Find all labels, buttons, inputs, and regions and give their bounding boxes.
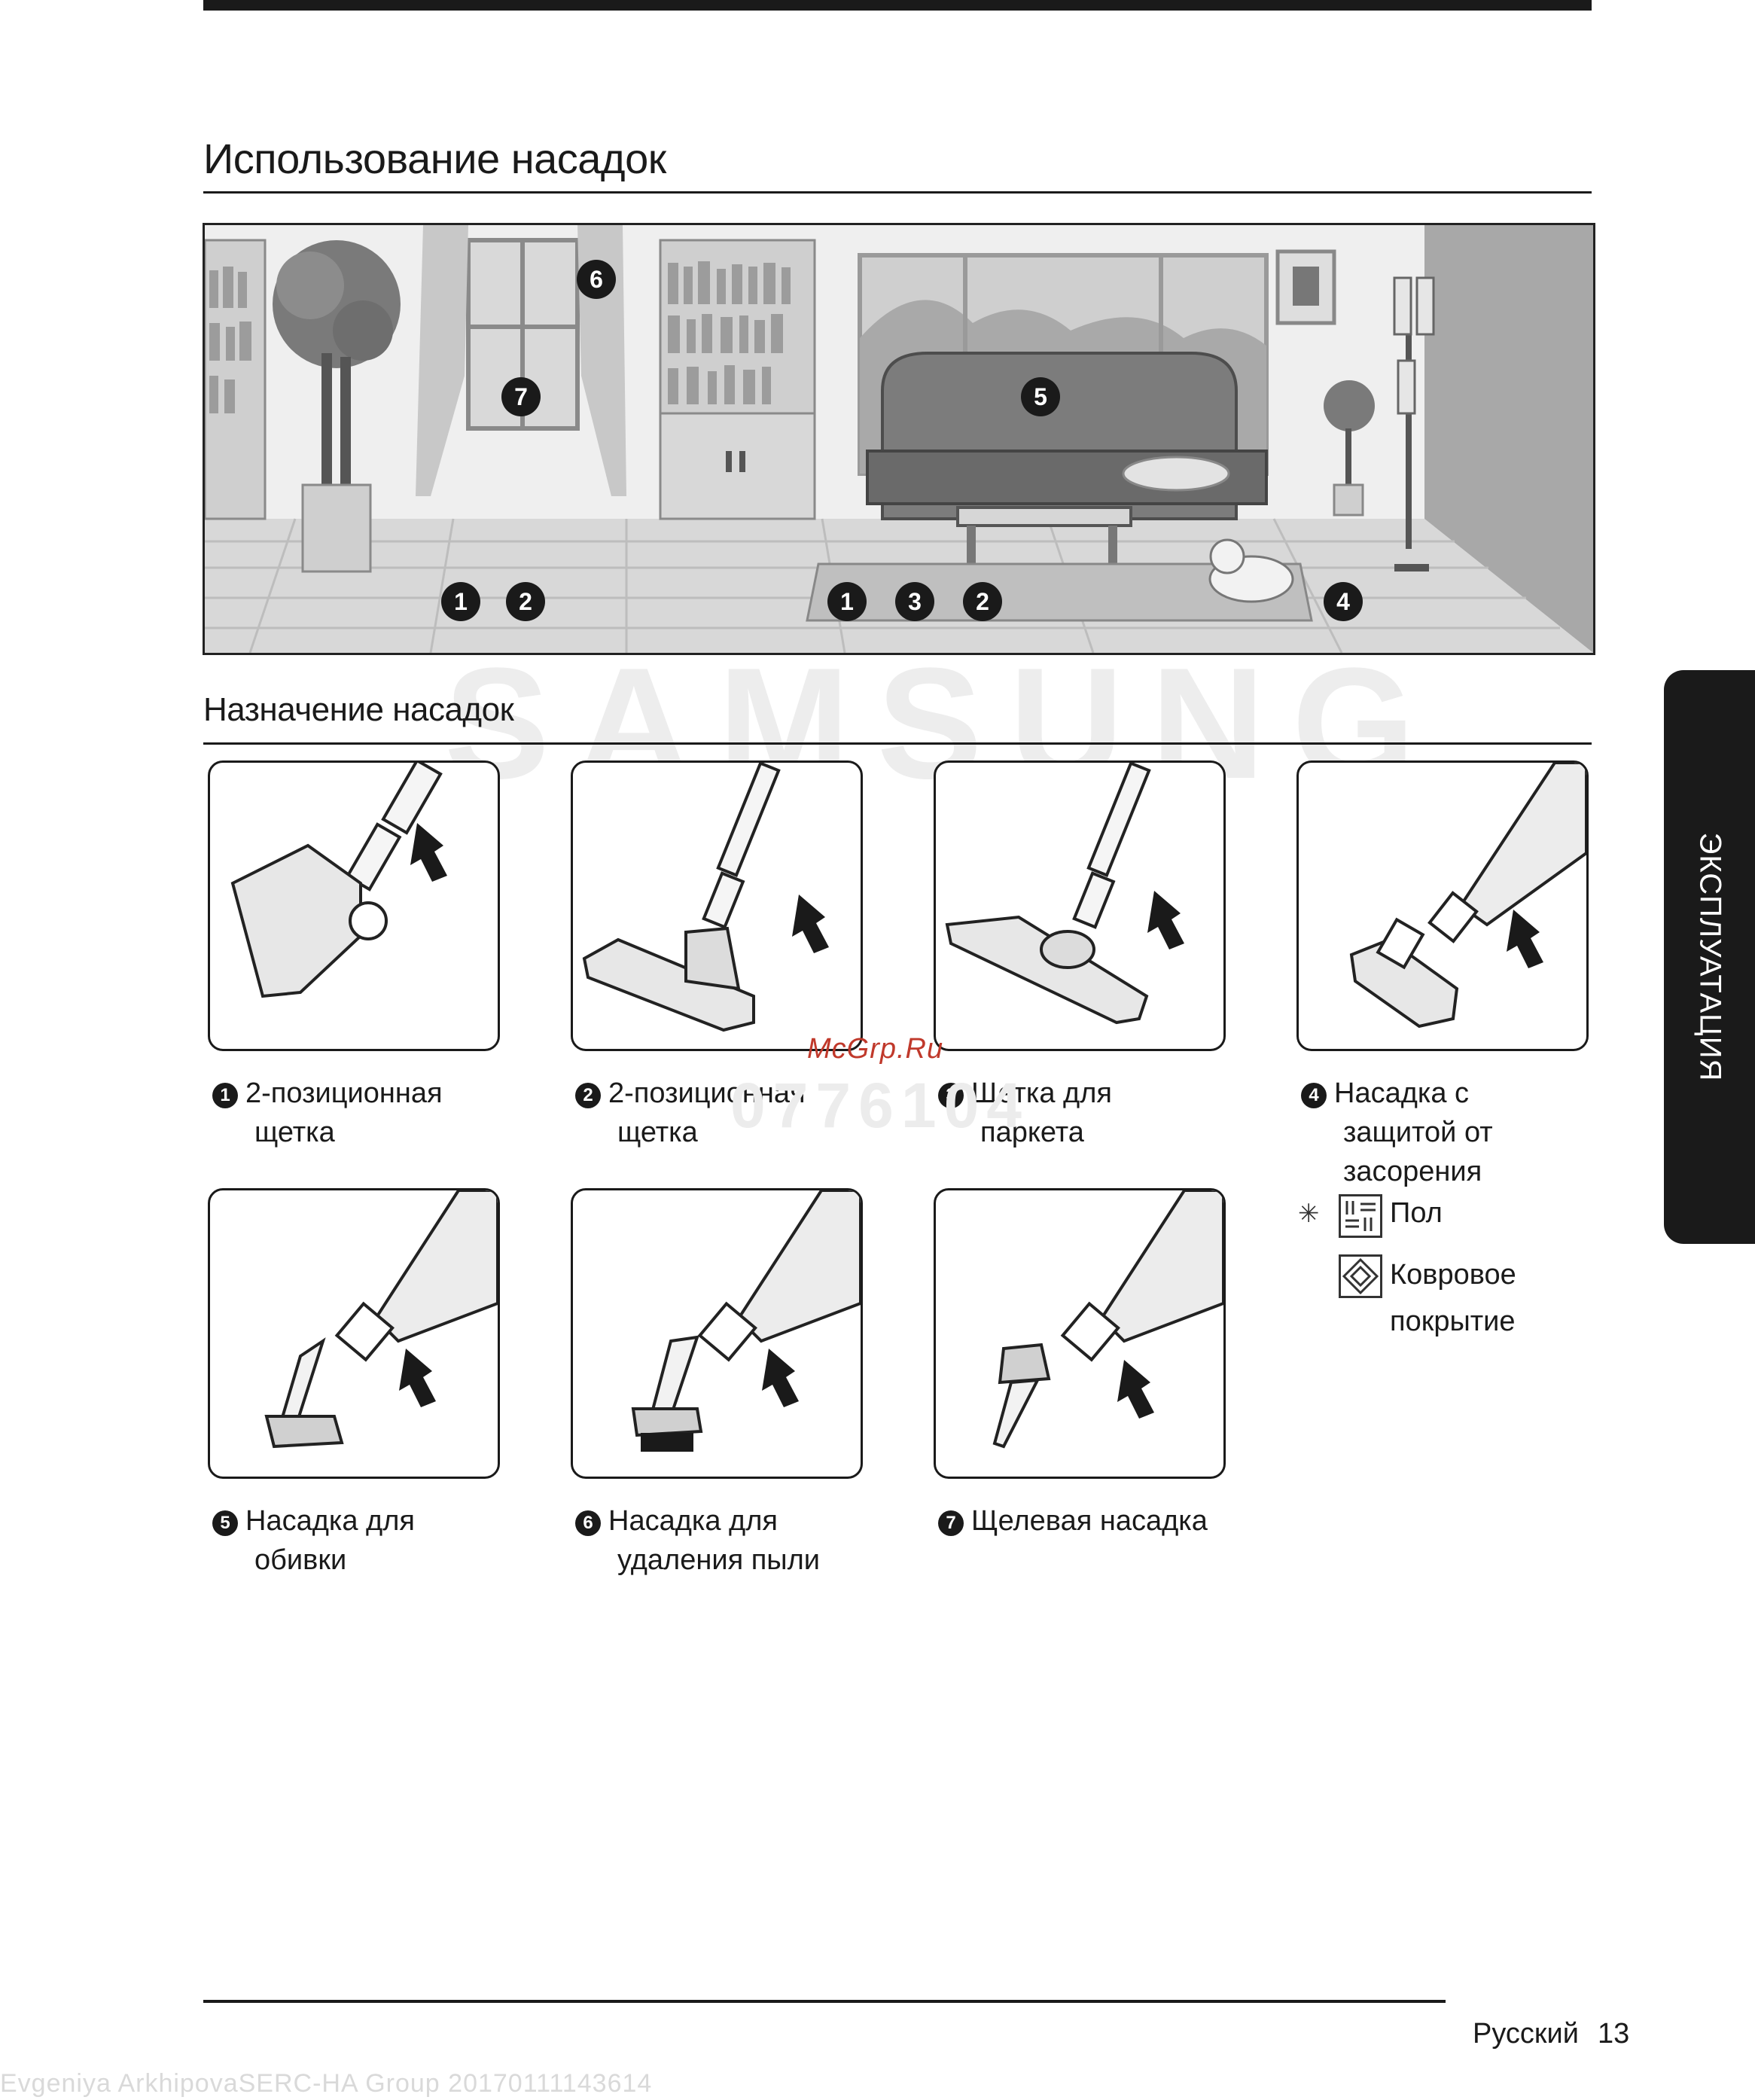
nozzle-number-badge: 6 (575, 1510, 601, 1536)
svg-text:5: 5 (1034, 383, 1047, 410)
nozzle-number-badge: 5 (212, 1510, 238, 1536)
room-marker-window-top: 6 (577, 260, 616, 299)
svg-text:7: 7 (514, 383, 528, 410)
room-marker-pet: 4 (1324, 582, 1363, 621)
note-mark: ✳ (1298, 1199, 1320, 1228)
nozzle-2-illustration (571, 760, 863, 1051)
svg-text:2: 2 (519, 588, 532, 615)
site-watermark: McGrp.Ru (807, 1033, 944, 1065)
nozzle-3-illustration (934, 760, 1226, 1051)
svg-text:2: 2 (976, 588, 989, 615)
nozzle-number-badge: 1 (212, 1083, 238, 1108)
page-title: Использование насадок (203, 135, 666, 182)
nozzle-1-illustration (208, 760, 500, 1051)
nozzle-6-illustration (571, 1188, 863, 1479)
floor-mode-icon (1339, 1194, 1382, 1238)
page-number: 13 (1598, 2018, 1630, 2050)
code-watermark: 0776104 (730, 1070, 1030, 1141)
svg-text:1: 1 (454, 588, 468, 615)
nozzle-number-badge: 7 (938, 1510, 964, 1536)
nozzle-number-badge: 3 (938, 1083, 964, 1108)
nozzle-7-illustration (934, 1188, 1226, 1479)
carpet-mode-label: Ковровое (1390, 1259, 1516, 1291)
room-marker-window-bottom: 7 (501, 377, 541, 416)
room-marker-rug-1: 1 (827, 582, 867, 621)
section-side-tab: ЭКСПЛУАТАЦИЯ (1664, 670, 1755, 1244)
room-marker-rug-2: 2 (963, 582, 1002, 621)
document-stamp: Evgeniya ArkhipovaSERC-HA Group 20170111… (0, 2069, 653, 2098)
top-rule (203, 0, 1592, 11)
svg-text:1: 1 (840, 588, 854, 615)
nozzle-4-illustration (1296, 760, 1589, 1051)
svg-text:4: 4 (1336, 588, 1350, 615)
side-tab-label: ЭКСПЛУАТАЦИЯ (1693, 832, 1726, 1082)
room-marker-floor-2: 2 (506, 582, 545, 621)
section-rule (203, 742, 1592, 745)
floor-mode-label: Пол (1390, 1197, 1443, 1229)
room-marker-floor-1: 1 (441, 582, 480, 621)
title-rule (203, 191, 1592, 194)
carpet-mode-icon (1339, 1254, 1382, 1298)
svg-text:3: 3 (908, 588, 922, 615)
footer-language: Русский (1473, 2018, 1579, 2050)
carpet-mode-label-line2: покрытие (1390, 1306, 1516, 1337)
svg-text:6: 6 (590, 266, 603, 293)
nozzle-number-badge: 4 (1301, 1083, 1327, 1108)
room-marker-rug-3: 3 (895, 582, 934, 621)
nozzle-number-badge: 2 (575, 1083, 601, 1108)
nozzle-5-illustration (208, 1188, 500, 1479)
room-illustration: 6 7 5 1 2 1 3 2 4 (203, 223, 1595, 655)
footer-rule (203, 2000, 1446, 2003)
section-title: Назначение насадок (203, 691, 514, 728)
room-marker-sofa: 5 (1021, 377, 1060, 416)
